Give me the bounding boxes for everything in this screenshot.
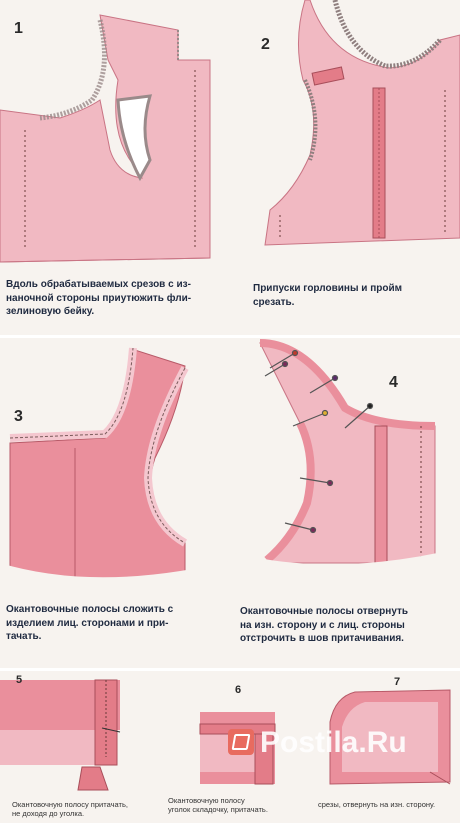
step-number: 4 — [389, 374, 398, 391]
divider-horizontal — [0, 335, 460, 338]
step-caption: Вдоль обрабатываемых срезов с из- наночн… — [6, 278, 236, 319]
step-1-panel: 1 Вдоль обрабатываемых срезов с из- нано… — [0, 0, 235, 335]
caption-line: Окантовочные полосы отвернуть — [240, 606, 409, 617]
step-4-panel: 4 Окантовочные полосы отвернуть на изн. … — [235, 338, 460, 673]
step-1-illustration — [0, 14, 211, 263]
step-3-panel: 3 Окантовочные полосы сложить с изделием… — [0, 338, 235, 673]
step-2-panel: 2 Припуски горловины и пройм срезать. — [235, 0, 460, 335]
caption-line: наночной стороны приутюжить фли- — [6, 292, 192, 304]
step-caption: Окантовочные полосы отвернуть на изн. ст… — [240, 605, 460, 646]
caption-line: зелиновую бейку. — [6, 306, 95, 317]
step-4-illustration — [235, 339, 460, 603]
caption-line: Окантовочную полосу притачать, — [12, 800, 128, 809]
step-caption: срезы, отвернуть на изн. сторону. — [318, 800, 460, 809]
step-caption: Окантовочную полосу уголок складочку, пр… — [168, 796, 313, 815]
step-number: 7 — [394, 676, 401, 688]
caption-line: тачать. — [6, 631, 42, 642]
watermark: Postila.Ru — [260, 726, 407, 759]
step-number: 2 — [261, 36, 270, 53]
caption-line: на изн. сторону и с лиц. стороны — [240, 619, 405, 631]
step-3-illustration — [0, 347, 235, 598]
step-6-panel: 6 Окантовочную полосу уголок складочку, … — [160, 672, 310, 823]
step-number: 1 — [14, 20, 23, 37]
step-caption: Окантовочную полосу притачать, не доходя… — [12, 800, 162, 819]
step-5-panel: 5 Окантовочную полосу притачать, не дохо… — [0, 672, 155, 823]
caption-line: изделием лиц. сторонами и при- — [6, 617, 169, 629]
step-number: 6 — [235, 684, 242, 696]
step-number: 5 — [16, 674, 23, 686]
caption-line: Окантовочные полосы сложить с — [6, 604, 174, 615]
caption-line: Припуски горловины и пройм — [253, 283, 402, 294]
step-caption: Окантовочные полосы сложить с изделием л… — [6, 603, 231, 644]
caption-line: срезать. — [253, 296, 295, 308]
caption-line: срезы, отвернуть на изн. сторону. — [318, 800, 436, 809]
step-5-illustration — [0, 679, 121, 791]
pins — [264, 349, 374, 534]
step-caption: Припуски горловины и пройм срезать. — [253, 282, 453, 309]
caption-line: уголок складочку, притачать. — [168, 805, 268, 815]
caption-line: не доходя до уголка. — [12, 809, 85, 819]
divider-horizontal — [0, 668, 460, 671]
caption-line: Вдоль обрабатываемых срезов с из- — [6, 279, 191, 290]
caption-line: Окантовочную полосу — [168, 796, 245, 805]
step-7-illustration — [329, 689, 451, 785]
watermark-logo-icon — [228, 729, 254, 755]
caption-line: отстрочить в шов притачивания. — [240, 633, 404, 644]
step-number: 3 — [14, 408, 23, 425]
step-7-panel: 7 срезы, отвернуть на изн. сторону. — [310, 672, 460, 823]
step-2-illustration — [264, 0, 460, 246]
